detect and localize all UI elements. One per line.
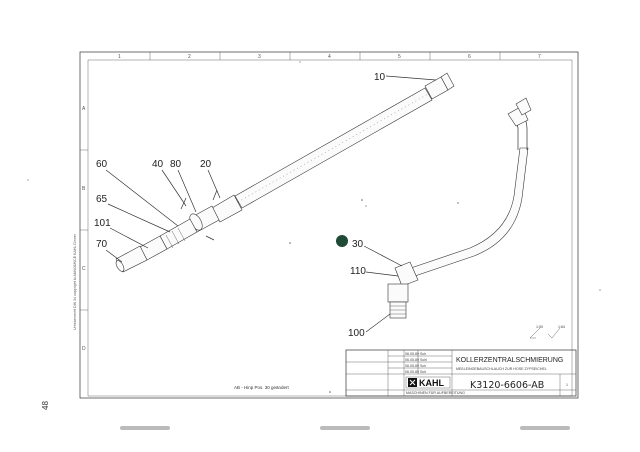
grid-labels-left: A B C D (82, 106, 86, 352)
main-hose-assembly (115, 72, 455, 273)
callout-label: 40 (152, 159, 164, 170)
revision-note: AB - Hinp Pos. 30 geändert (234, 385, 290, 390)
callout-label: 20 (200, 159, 212, 170)
drawing-title: KOLLERZENTRALSCHMIERUNG (456, 357, 563, 364)
elbow-nut (515, 97, 532, 116)
sheet-label: 1 (566, 383, 568, 387)
callout-label: 100 (348, 328, 365, 339)
valve-body-100 (387, 283, 409, 303)
page-number: 48 (41, 401, 50, 410)
outer-frame (79, 51, 579, 399)
curved-hose-30 (404, 147, 529, 279)
hose-body (234, 87, 433, 209)
title-block-initials: Sch (420, 370, 426, 374)
grid-label: 1 (118, 54, 121, 60)
grid-label: A (82, 106, 86, 112)
title-block-date: 06.05.89 (405, 352, 419, 356)
fitting-nut-10 (440, 72, 455, 91)
drawing-subtitle: MEßLEINGEBAUSCHLAUCH ZUR HOSE ZYPSEICHEL (456, 367, 547, 371)
callout-label: 65 (96, 194, 108, 205)
title-block-date: 06.05.89 (405, 364, 419, 368)
grid-label: 5 (398, 54, 401, 60)
title-block-initials: Schl (420, 358, 427, 362)
section-view-marks: 1:50 1:84 (529, 325, 565, 339)
grid-label: 3 (258, 54, 261, 60)
company-logo: KAHL (419, 378, 444, 388)
title-block-initials: Sch (420, 352, 426, 356)
grid-label: C (82, 266, 86, 272)
company-subtext: MASCHINEN FÜR AUFBEREITUNG (406, 391, 465, 395)
grid-label: 7 (538, 54, 541, 60)
callouts: 10 20 40 80 60 65 101 70 30 110 100 (94, 72, 437, 339)
grid-label: D (82, 346, 86, 352)
inner-frame (87, 59, 573, 397)
drawing-number: K3120-6606-AB (470, 380, 544, 391)
company-logo-box (405, 376, 451, 389)
grid-label: 4 (328, 54, 331, 60)
scan-specks (27, 61, 601, 393)
callout-label: 101 (94, 218, 111, 229)
callout-label: 110 (350, 266, 366, 277)
scan-footer-blur (120, 426, 570, 430)
secondary-hose-assembly (387, 97, 532, 319)
grid-label: 6 (468, 54, 471, 60)
fitting-110 (394, 261, 419, 287)
callout-label: 60 (96, 159, 108, 170)
callout-label: 10 (374, 72, 386, 83)
frame-ticks (80, 52, 501, 311)
grid-label: B (82, 186, 86, 192)
callout-label: 30 (352, 239, 364, 250)
grid-labels-top: 1 2 3 4 5 6 7 (118, 54, 541, 60)
title-block-date: 06.05.89 (405, 358, 419, 362)
ink-dot (336, 235, 348, 247)
view-label: 1:84 (558, 325, 565, 329)
grid-label: 2 (188, 54, 191, 60)
title-block-initials: Sch (420, 364, 426, 368)
margin-copyright: Urheberrecht DIN 34 copyright to ANNOUNC… (73, 233, 77, 330)
callout-label: 70 (96, 239, 108, 250)
title-block-date: 06.05.89 (405, 370, 419, 374)
view-label: 1:50 (536, 325, 543, 329)
title-block: 06.05.89 Sch 06.05.89 Schl 06.05.89 Sch … (345, 349, 577, 397)
callout-label: 80 (170, 159, 182, 170)
